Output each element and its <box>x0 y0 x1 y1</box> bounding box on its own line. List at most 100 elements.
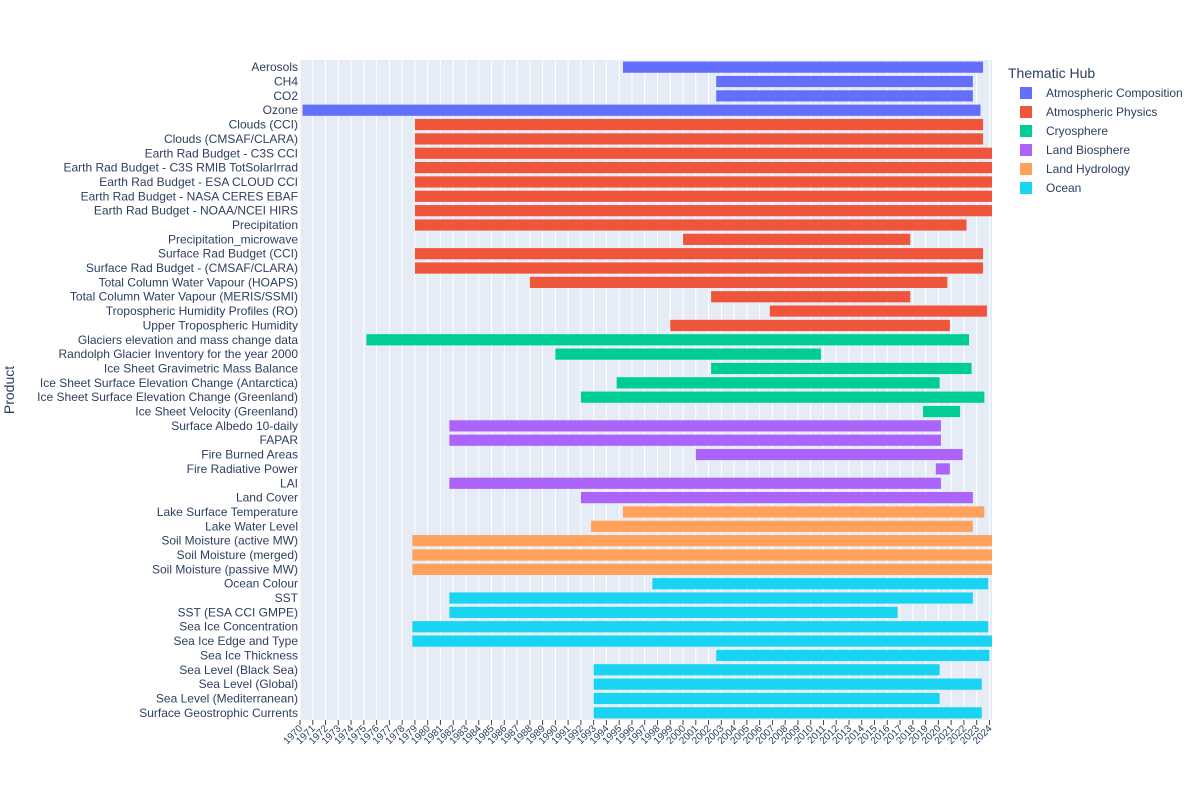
legend-entry-label: Ocean <box>1046 181 1081 195</box>
y-tick-label: Earth Rad Budget - C3S CCI <box>145 146 298 160</box>
gantt-bar <box>670 319 950 332</box>
gantt-bar <box>414 190 993 202</box>
gantt-bar <box>412 621 989 633</box>
y-tick-label: Surface Geostrophic Currents <box>139 706 298 720</box>
gantt-bar <box>555 348 821 360</box>
y-tick-label: Precipitation <box>232 218 298 232</box>
legend-entry-label: Atmospheric Composition <box>1046 86 1183 100</box>
y-tick-label: Surface Albedo 10-daily <box>171 419 298 433</box>
gantt-bar <box>580 492 973 504</box>
legend-title: Thematic Hub <box>1008 65 1095 81</box>
y-tick-label: Sea Level (Global) <box>199 677 298 691</box>
legend-swatch <box>1020 163 1032 175</box>
y-tick-label: SST (ESA CCI GMPE) <box>178 605 298 619</box>
y-tick-label: Surface Rad Budget - (CMSAF/CLARA) <box>86 261 298 275</box>
y-tick-label: LAI <box>280 476 298 490</box>
y-tick-label: Ozone <box>263 103 299 117</box>
legend-swatch <box>1020 125 1032 137</box>
gantt-bar <box>935 463 950 475</box>
gantt-bar <box>412 635 992 647</box>
gantt-bar <box>414 162 993 174</box>
gantt-bar <box>593 664 940 676</box>
y-tick-label: Ocean Colour <box>224 577 298 591</box>
gantt-bar <box>683 233 911 245</box>
gantt-bar <box>366 334 970 346</box>
y-tick-label: Land Cover <box>236 491 298 505</box>
x-tick-labels: 1970197119721973197419751976197719781979… <box>282 720 995 747</box>
gantt-bar <box>449 420 941 432</box>
y-tick-label: Clouds (CMSAF/CLARA) <box>164 132 298 146</box>
gantt-bar <box>529 276 948 288</box>
gantt-bar <box>412 549 992 561</box>
y-tick-label: CO2 <box>273 89 298 103</box>
legend-swatch <box>1020 144 1032 156</box>
gantt-bar <box>414 262 984 274</box>
y-tick-label: Total Column Water Vapour (MERIS/SSMI) <box>70 290 298 304</box>
gantt-bar <box>593 678 982 690</box>
legend-swatch <box>1020 87 1032 99</box>
y-tick-label: Glaciers elevation and mass change data <box>78 333 298 347</box>
y-tick-label: Surface Rad Budget (CCI) <box>158 247 298 261</box>
gantt-bar <box>616 377 940 389</box>
gantt-bar <box>414 133 984 145</box>
y-tick-label: Upper Tropospheric Humidity <box>143 318 298 332</box>
y-tick-label: Sea Ice Thickness <box>200 648 298 662</box>
gantt-bar <box>449 477 941 489</box>
gantt-bar <box>593 707 982 719</box>
gantt-bar <box>716 75 973 88</box>
y-tick-label: Lake Surface Temperature <box>157 505 299 519</box>
y-tick-label: Ice Sheet Gravimetric Mass Balance <box>104 361 298 375</box>
legend-entry-label: Land Hydrology <box>1046 162 1130 176</box>
y-tick-label: Total Column Water Vapour (HOAPS) <box>99 275 298 289</box>
gantt-bar <box>591 520 973 532</box>
gantt-bar <box>769 305 987 317</box>
gantt-bar <box>414 219 967 231</box>
gantt-bar <box>716 90 973 102</box>
legend: Thematic Hub Atmospheric CompositionAtmo… <box>1008 65 1183 195</box>
y-tick-label: Randolph Glacier Inventory for the year … <box>59 347 299 361</box>
y-tick-label: Soil Moisture (passive MW) <box>152 562 298 576</box>
y-tick-label: Ice Sheet Velocity (Greenland) <box>135 405 298 419</box>
legend-entry-label: Atmospheric Physics <box>1046 105 1157 119</box>
legend-swatch <box>1020 182 1032 194</box>
y-tick-label: SST <box>275 591 299 605</box>
gantt-bar <box>414 147 993 159</box>
gantt-bar <box>695 448 963 461</box>
gantt-bar <box>716 649 990 662</box>
y-tick-label: Sea Ice Edge and Type <box>173 634 298 648</box>
legend-entry-label: Land Biosphere <box>1046 143 1130 157</box>
gantt-bar <box>623 61 984 73</box>
y-tick-label: Earth Rad Budget - ESA CLOUD CCI <box>99 175 298 189</box>
legend-entry-label: Cryosphere <box>1046 124 1108 138</box>
gantt-bar <box>414 118 984 131</box>
gantt-bar <box>449 434 941 446</box>
y-tick-label: Soil Moisture (merged) <box>177 548 298 562</box>
y-tick-label: Earth Rad Budget - C3S RMIB TotSolarIrra… <box>63 161 298 175</box>
gantt-bar <box>623 506 985 518</box>
plot-background <box>300 60 992 720</box>
gantt-bar <box>302 104 981 116</box>
y-tick-label: Tropospheric Humidity Profiles (RO) <box>106 304 298 318</box>
y-tick-label: Earth Rad Budget - NASA CERES EBAF <box>81 189 298 203</box>
y-tick-label: Sea Ice Concentration <box>179 620 298 634</box>
y-tick-label: Soil Moisture (active MW) <box>161 534 298 548</box>
y-tick-label: Ice Sheet Surface Elevation Change (Gree… <box>37 390 298 404</box>
gantt-bar <box>412 535 992 547</box>
gantt-bar <box>414 248 984 260</box>
gantt-bar <box>449 592 973 604</box>
gantt-bar <box>593 692 940 705</box>
gantt-bar <box>412 563 992 575</box>
y-tick-label: Lake Water Level <box>205 519 298 533</box>
y-tick-label: Aerosols <box>251 60 298 74</box>
y-tick-label: Sea Level (Mediterranean) <box>156 691 298 705</box>
gantt-bar <box>711 362 972 375</box>
y-tick-label: Fire Burned Areas <box>201 448 298 462</box>
y-tick-label: Precipitation_microwave <box>168 232 298 246</box>
legend-swatch <box>1020 106 1032 118</box>
gantt-bar <box>580 391 985 403</box>
gantt-bar <box>923 405 961 418</box>
gantt-bar <box>414 205 993 217</box>
